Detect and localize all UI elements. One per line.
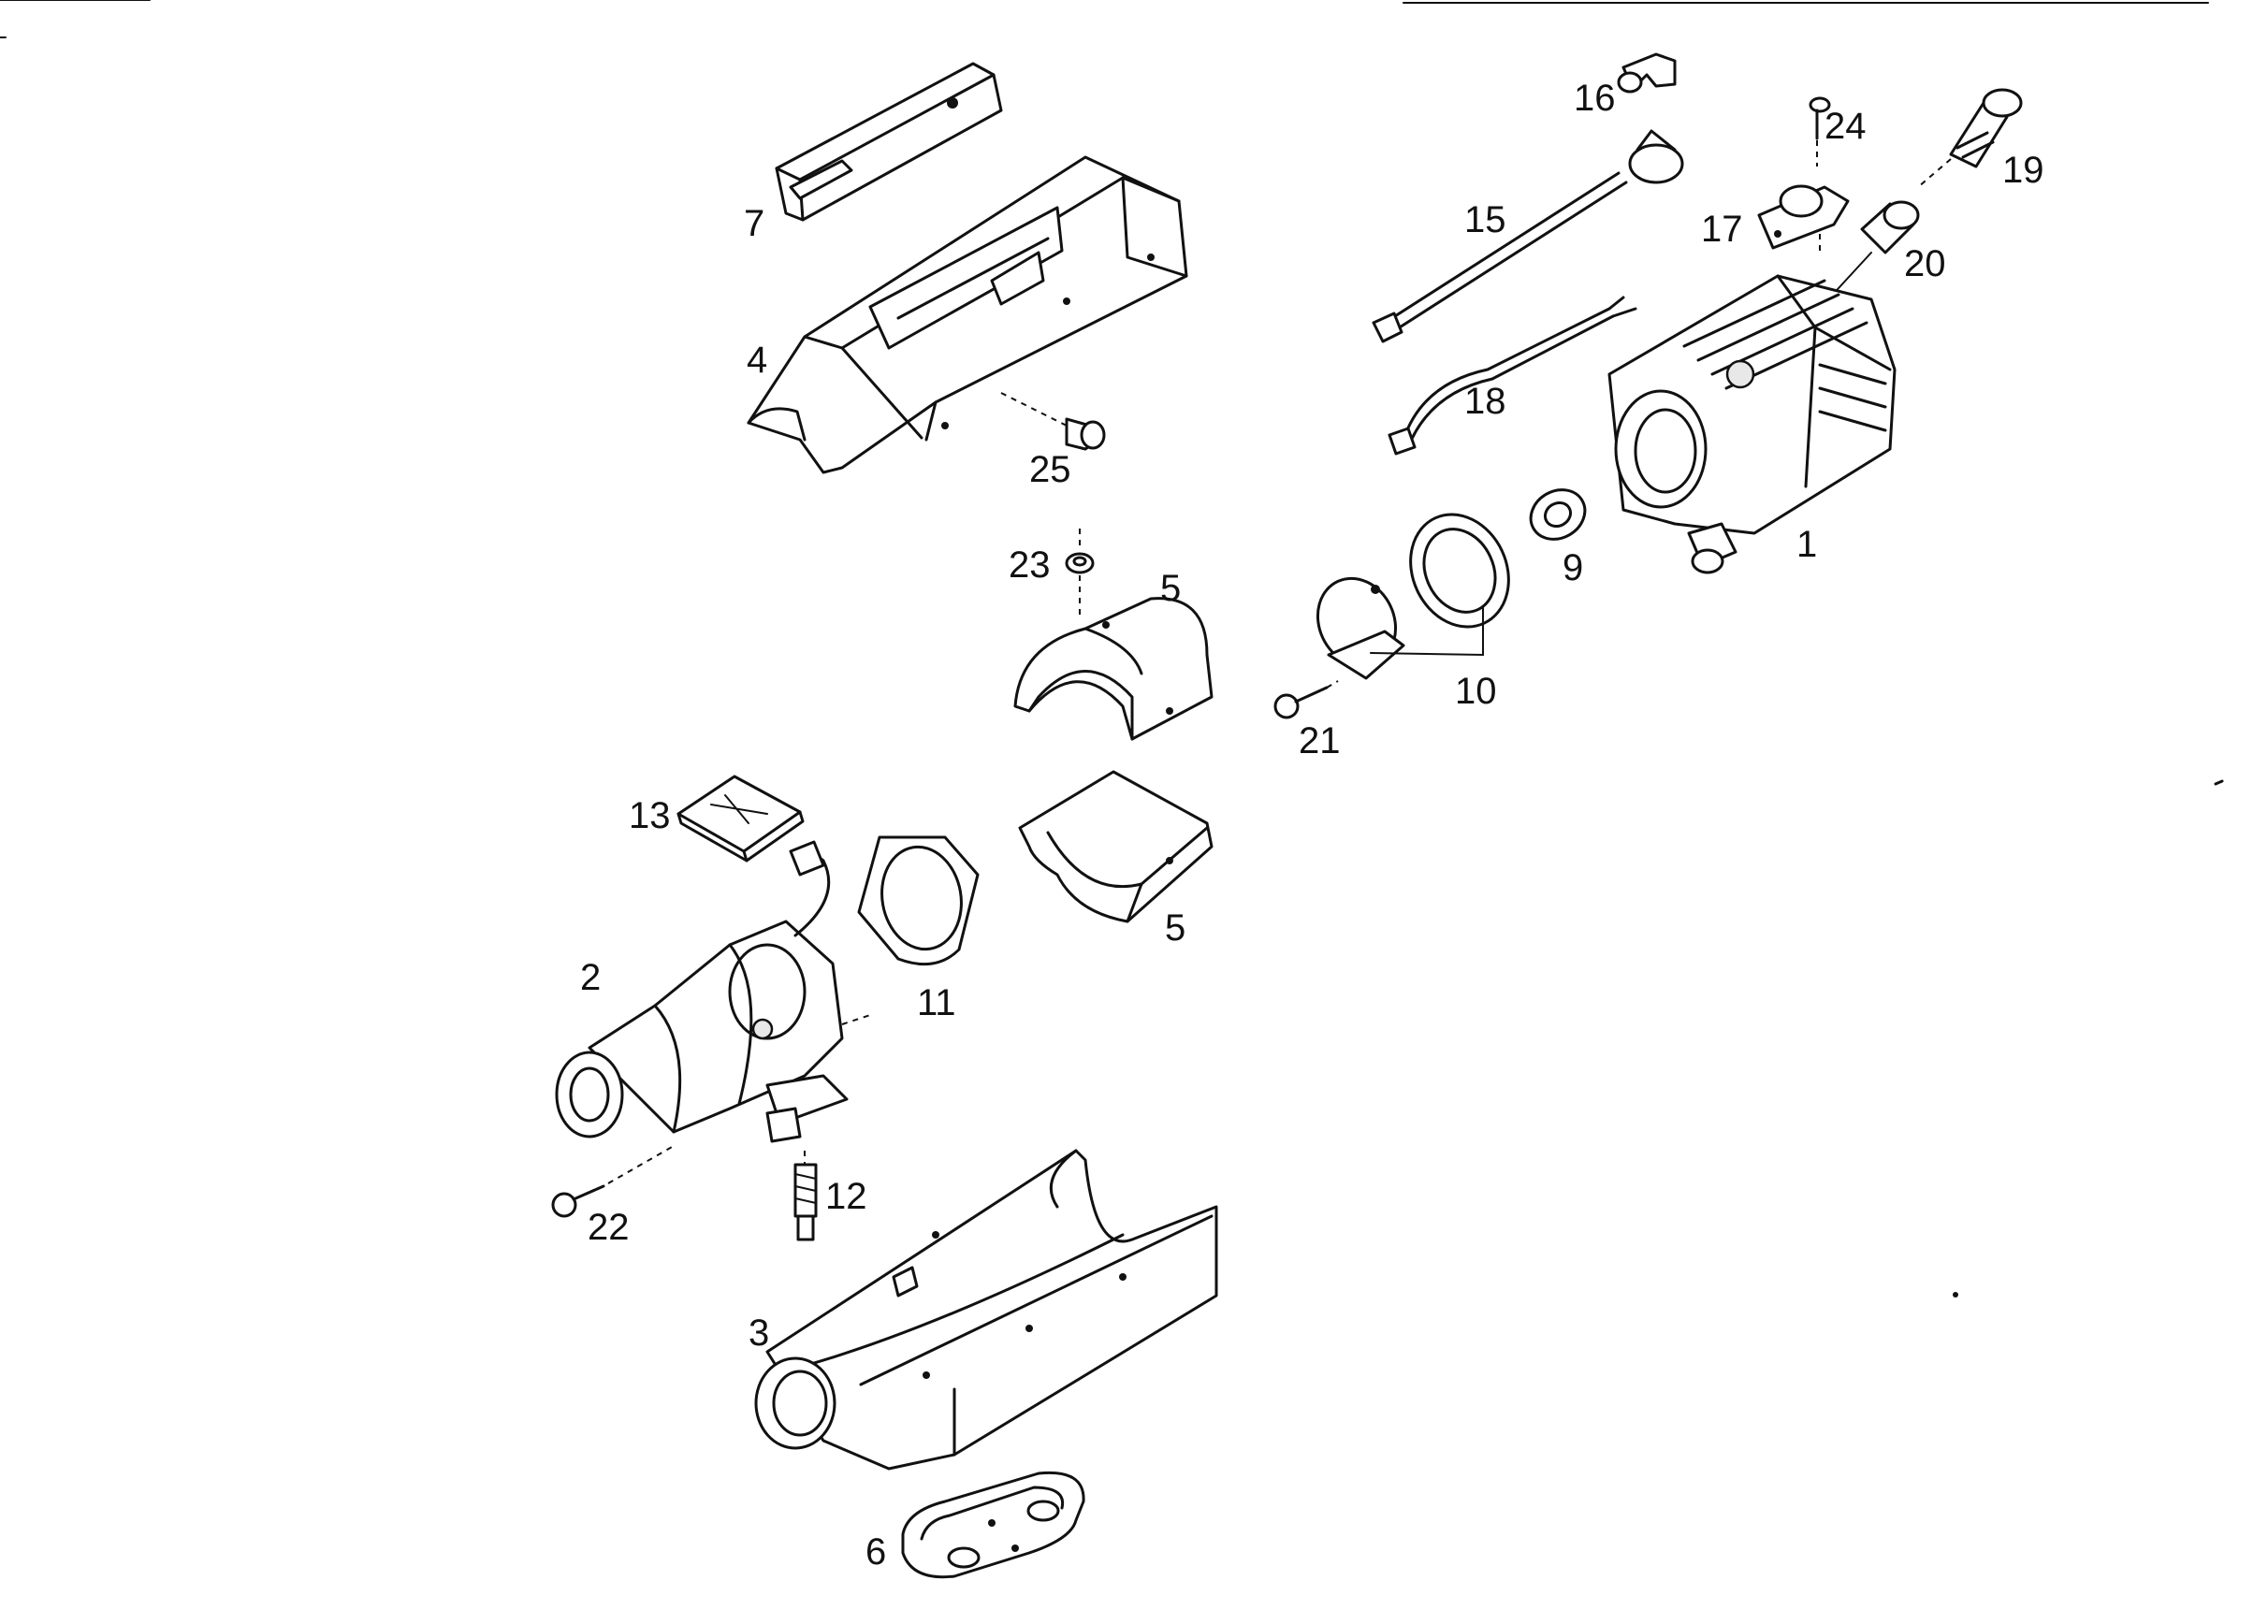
part-23-washer: [1065, 529, 1095, 617]
label-part-2: 2: [580, 957, 601, 998]
label-part-12: 12: [825, 1176, 867, 1217]
part-18-cable: [1388, 296, 1637, 456]
part-17-sensor: [1757, 184, 1850, 253]
label-part-22: 22: [588, 1207, 630, 1248]
label-part-25: 25: [1029, 449, 1071, 490]
part-2-blower-motor: [555, 840, 871, 1143]
part-19-glow-plug: [1917, 88, 2023, 188]
label-part-19: 19: [2002, 150, 2044, 191]
label-part-4: 4: [747, 340, 767, 381]
label-part-10: 10: [1455, 671, 1497, 712]
part-25-pin: [1000, 392, 1106, 451]
label-part-24: 24: [1825, 106, 1867, 147]
part-10-burner: [1316, 576, 1484, 680]
label-part-5-upper: 5: [1160, 568, 1181, 609]
label-part-5-lower: 5: [1165, 907, 1185, 949]
part-10-burner-gasket: [1409, 513, 1510, 629]
label-part-13: 13: [629, 795, 671, 836]
part-labels: 1 2 3 4 5 5 6 7 9 10 11 12 13 15 16 17 1…: [580, 78, 2044, 1573]
label-part-11: 11: [917, 982, 956, 1023]
part-24-screw: [1809, 96, 1831, 167]
part-22-screw: [551, 1145, 675, 1218]
label-part-9: 9: [1563, 547, 1583, 588]
part-6-gasket-plate: [901, 1471, 1085, 1579]
part-5-upper-shell: [1013, 597, 1214, 741]
part-12-stud: [793, 1151, 818, 1241]
part-15-cable-harness: [1372, 129, 1684, 343]
label-part-16: 16: [1574, 78, 1616, 119]
part-7-mounting-strip: [775, 62, 1003, 222]
label-part-1: 1: [1796, 524, 1817, 565]
part-21-screw: [1273, 680, 1339, 719]
label-part-23: 23: [1009, 544, 1051, 586]
part-5-lower-shell: [1018, 770, 1214, 923]
label-part-20: 20: [1904, 243, 1946, 284]
label-part-17: 17: [1701, 209, 1743, 250]
part-3-lower-housing: [754, 1149, 1218, 1471]
label-part-15: 15: [1464, 199, 1506, 240]
part-13-control-unit: [676, 775, 805, 863]
label-part-7: 7: [744, 203, 764, 244]
label-part-21: 21: [1299, 720, 1341, 761]
label-part-3: 3: [749, 1312, 769, 1354]
part-9-ring: [1529, 488, 1587, 541]
part-4-upper-housing: [747, 155, 1188, 474]
part-1-heat-exchanger: [1607, 274, 1897, 574]
label-part-6: 6: [865, 1531, 886, 1573]
part-11-gasket: [857, 835, 980, 966]
label-part-18: 18: [1464, 381, 1506, 422]
part-16-clip: [1617, 52, 1677, 94]
